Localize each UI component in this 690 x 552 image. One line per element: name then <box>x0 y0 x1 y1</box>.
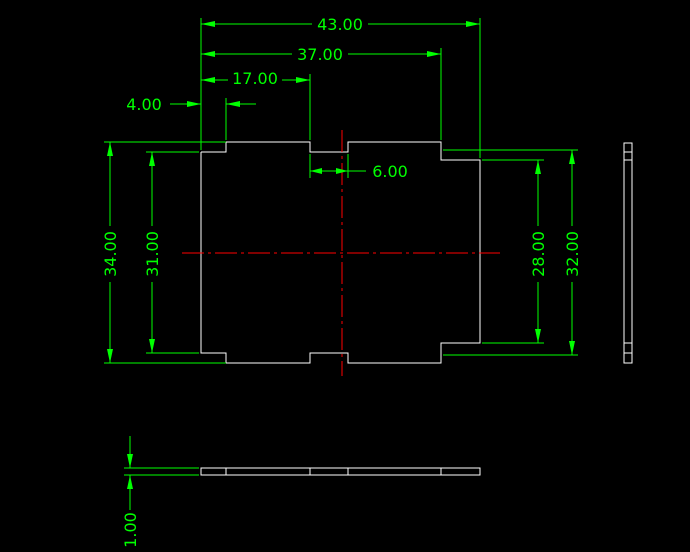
dim-overall-width: 43.00 <box>200 15 481 158</box>
dim-text-inner-height: 31.00 <box>143 231 162 277</box>
dim-text-overall-width: 43.00 <box>317 15 363 34</box>
dim-tab-depth: 4.00 <box>126 95 256 140</box>
dim-thickness: 1.00 <box>121 436 199 548</box>
center-lines <box>182 130 500 376</box>
part-outline <box>200 141 481 364</box>
dim-text-notch-offset: 17.00 <box>232 69 278 88</box>
edge-view <box>200 467 481 476</box>
dim-right-outer-height: 32.00 <box>443 149 582 356</box>
dim-inner-width: 37.00 <box>201 45 442 140</box>
dim-right-inner-height: 28.00 <box>482 159 548 344</box>
dim-text-right-inner-height: 28.00 <box>529 231 548 277</box>
dim-notch-width: 6.00 <box>309 154 408 181</box>
dim-text-tab-depth: 4.00 <box>126 95 162 114</box>
dim-text-right-outer-height: 32.00 <box>563 231 582 277</box>
dim-text-thickness: 1.00 <box>121 512 140 548</box>
side-view <box>623 142 633 364</box>
dim-inner-height: 31.00 <box>143 151 199 354</box>
dim-notch-offset: 17.00 <box>201 69 311 140</box>
dim-overall-height: 34.00 <box>101 141 226 364</box>
dim-text-overall-height: 34.00 <box>101 231 120 277</box>
dim-text-notch-width: 6.00 <box>372 162 408 181</box>
dim-text-inner-width: 37.00 <box>297 45 343 64</box>
